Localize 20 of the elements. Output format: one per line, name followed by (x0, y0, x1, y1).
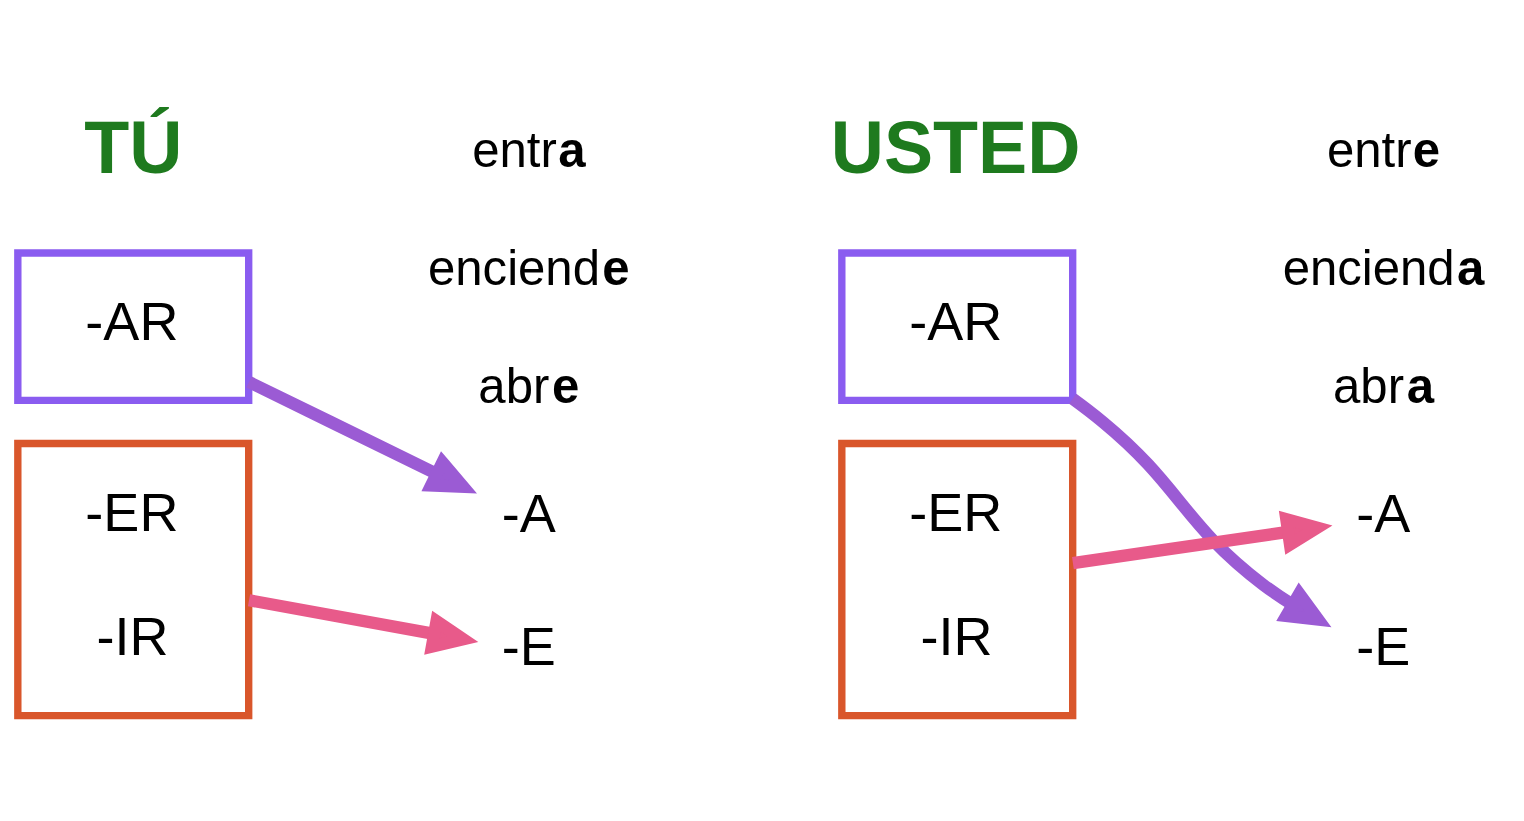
label: TÚ (84, 105, 183, 189)
node-box: -AR (838, 248, 1077, 404)
label: entra (472, 122, 586, 177)
node-text: -E (1356, 615, 1411, 676)
node-box: -AR (14, 248, 253, 404)
arrow (246, 376, 477, 494)
label: encienda (1282, 240, 1485, 295)
node-box: -ER -IR (14, 439, 253, 719)
label: enciende (427, 240, 630, 295)
arrow (247, 593, 479, 655)
label: abre (478, 358, 580, 413)
label: USTED (830, 105, 1081, 189)
node-text: -A (1356, 482, 1411, 543)
node-text: -A (501, 482, 556, 543)
arrow (1069, 393, 1332, 627)
label: abra (1333, 358, 1435, 413)
node-box: -ER -IR (838, 439, 1077, 719)
label: entre (1326, 122, 1441, 177)
node-text: -E (501, 615, 556, 676)
arrow (1072, 510, 1333, 569)
